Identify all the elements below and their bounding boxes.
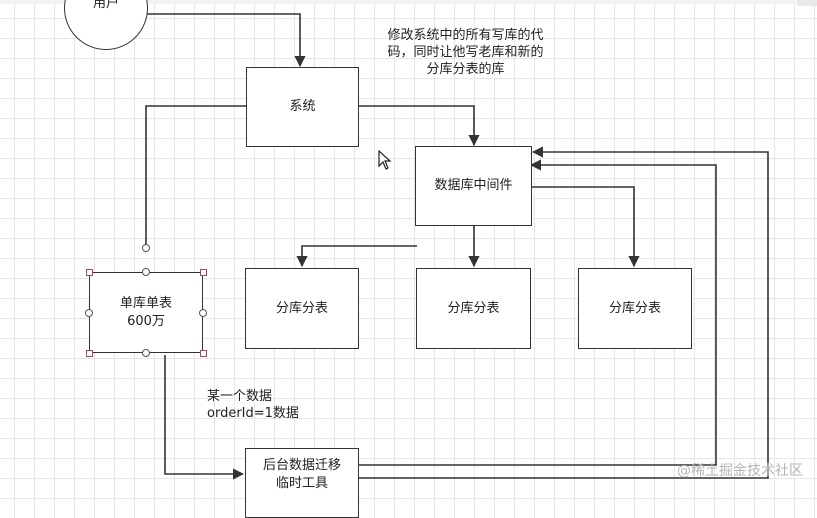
edge-middleware-to-shard-3 [531, 186, 640, 268]
watermark: @稀土掘金技术社区 [677, 463, 803, 479]
middleware-label: 数据库中间件 [434, 178, 513, 193]
selection-handle-tl[interactable] [86, 269, 93, 276]
single-db-label: 单库单表 600万 [119, 295, 172, 329]
system-node[interactable]: 系统 [246, 67, 359, 147]
migration-tool-node[interactable]: 后台数据迁移 临时工具 [245, 448, 359, 518]
shard-node-3[interactable]: 分库分表 [578, 268, 692, 349]
shard-label-1: 分库分表 [275, 300, 328, 316]
connection-point-top[interactable] [142, 268, 150, 276]
selection-handle-bl[interactable] [86, 350, 93, 357]
connection-point-left[interactable] [85, 309, 93, 317]
connection-point-bottom[interactable] [142, 349, 150, 357]
shard-label-3: 分库分表 [608, 300, 661, 316]
middleware-node[interactable]: 数据库中间件 [415, 146, 532, 226]
canvas-top-strip [0, 0, 817, 4]
single-db-node[interactable]: 单库单表 600万 [89, 272, 203, 353]
shard-node-2[interactable]: 分库分表 [416, 268, 531, 349]
connection-point-top-outer[interactable] [142, 244, 150, 252]
selection-handle-br[interactable] [200, 350, 207, 357]
connection-point-right[interactable] [199, 309, 207, 317]
note-modify-code: 修改系统中的所有写库的代 码，同时让他写老库和新的 分库分表的库 [387, 28, 544, 77]
canvas-corner [797, 0, 817, 6]
edge-external-to-middleware [358, 146, 769, 479]
mouse-cursor-icon [378, 150, 392, 170]
edge-middleware-to-shard-1 [296, 245, 417, 268]
migration-tool-label: 后台数据迁移 临时工具 [262, 458, 341, 491]
edge-system-to-middleware [358, 105, 480, 147]
edges-layer [140, 13, 769, 480]
edge-migration-to-middleware [358, 159, 717, 466]
user-label: 用户 [92, 0, 119, 11]
edge-single-db-to-migration [164, 355, 245, 480]
system-label: 系统 [289, 99, 316, 114]
shard-label-2: 分库分表 [447, 300, 500, 316]
shard-node-1[interactable]: 分库分表 [245, 268, 359, 349]
note-record-example: 某一个数据 orderId=1数据 [207, 389, 299, 421]
edge-user-to-system [140, 13, 306, 68]
selection-handle-tr[interactable] [200, 269, 207, 276]
edge-system-to-single-db [145, 105, 247, 245]
